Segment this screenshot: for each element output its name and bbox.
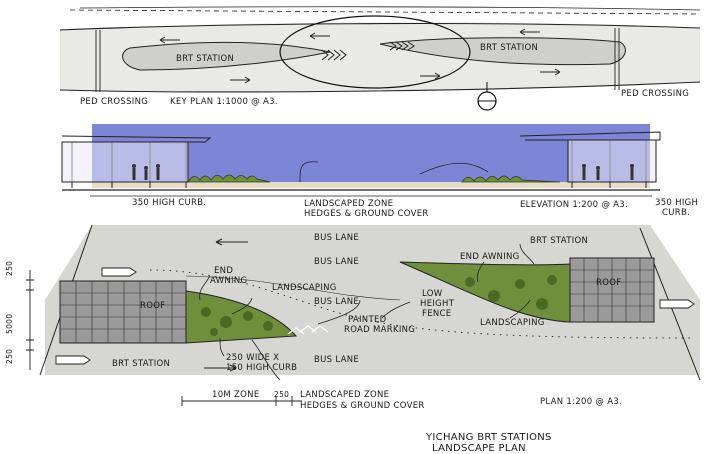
plan-low-fence-3: FENCE (422, 309, 451, 319)
plan-dimension-left (26, 270, 34, 370)
plan-dim-250-left-2: 250 (5, 349, 14, 364)
elevation-title: ELEVATION 1:200 @ A3. (520, 200, 628, 210)
key-plan-ped-left-label: PED CROSSING (80, 97, 148, 107)
plan-roof-left-label: ROOF (140, 301, 165, 311)
plan-dim-250-left: 250 (5, 261, 14, 276)
elevation-hedge-label: HEDGES & GROUND COVER (304, 209, 429, 219)
plan-roof-right-label: ROOF (596, 278, 621, 288)
key-plan-focus-ellipse (279, 15, 471, 89)
elevation-canopy-left (61, 135, 212, 188)
plan-painted-1: PAINTED (348, 315, 387, 325)
key-plan: BRT STATION BRT STATION PED CROSSING KEY… (59, 6, 701, 111)
sheet-title: YICHANG BRT STATIONS LANDSCAPE PLAN (425, 432, 552, 454)
elevation-curb-right-label: 350 HIGH (655, 198, 698, 208)
plan-brt-station-bottom: BRT STATION (112, 359, 170, 369)
plan-end-awning-left-2: AWNING (210, 276, 247, 286)
plan-bus-lane-2: BUS LANE (314, 257, 359, 267)
elevation-curb-right-label-2: CURB. (662, 208, 690, 218)
plan-curb-1: 250 WIDE X (226, 353, 279, 363)
plan-dim-250: 250 (274, 390, 289, 399)
sheet-title-line-2: LANDSCAPE PLAN (432, 443, 526, 454)
plan-painted-2: ROAD MARKING (344, 325, 415, 335)
plan-landscaping-2: LANDSCAPING (480, 318, 545, 328)
plan-curb-2: 150 HIGH CURB (226, 363, 297, 373)
plan-dimension-bottom (181, 396, 302, 406)
plan-end-awning-right: END AWNING (460, 252, 520, 262)
plan-roof-right-grid (570, 258, 654, 322)
plan-landscaping-1: LANDSCAPING (272, 283, 337, 293)
key-plan-station-left-label: BRT STATION (176, 54, 234, 64)
plan-lane-arrows (204, 238, 248, 372)
plan-roof-left (59, 280, 187, 344)
key-plan-title: KEY PLAN 1:1000 @ A3. (170, 97, 278, 107)
elevation: 350 HIGH CURB. LANDSCAPED ZONE HEDGES & … (61, 124, 698, 219)
key-plan-ped-right-label: PED CROSSING (621, 89, 689, 99)
plan-hedge-label: HEDGES & GROUND COVER (300, 401, 425, 411)
plan-dim-5000: 5000 (5, 314, 14, 334)
elevation-hedge-left (187, 174, 271, 183)
plan-bus-lane-4: BUS LANE (314, 355, 359, 365)
plan: BUS LANE BUS LANE BUS LANE BUS LANE END … (5, 224, 701, 411)
plan-fence-line (149, 269, 691, 339)
elevation-hedge-right (461, 175, 561, 183)
plan-bus-lane-1: BUS LANE (314, 233, 359, 243)
elevation-ground (92, 182, 650, 188)
sheet-title-line-1: YICHANG BRT STATIONS (425, 432, 552, 443)
plan-bus-lane-3: BUS LANE (314, 297, 359, 307)
plan-end-awning-left-1: END (214, 266, 233, 276)
key-plan-island-left (122, 41, 331, 71)
plan-roof-left-grid (60, 281, 186, 343)
plan-low-fence-2: HEIGHT (420, 299, 455, 309)
plan-zone-label: LANDSCAPED ZONE (300, 390, 389, 400)
plan-landscape-right (399, 261, 571, 323)
plan-title: PLAN 1:200 @ A3. (540, 397, 622, 407)
elevation-figures (132, 164, 634, 180)
elevation-curb-left-label: 350 HIGH CURB. (132, 198, 206, 208)
plan-low-fence-1: LOW (422, 289, 443, 299)
key-plan-station-right-label: BRT STATION (480, 43, 538, 53)
plan-brt-station-top: BRT STATION (530, 236, 588, 246)
plan-dim-10m: 10M ZONE (212, 390, 260, 400)
elevation-zone-label: LANDSCAPED ZONE (304, 199, 393, 209)
key-plan-island-right (379, 37, 626, 66)
